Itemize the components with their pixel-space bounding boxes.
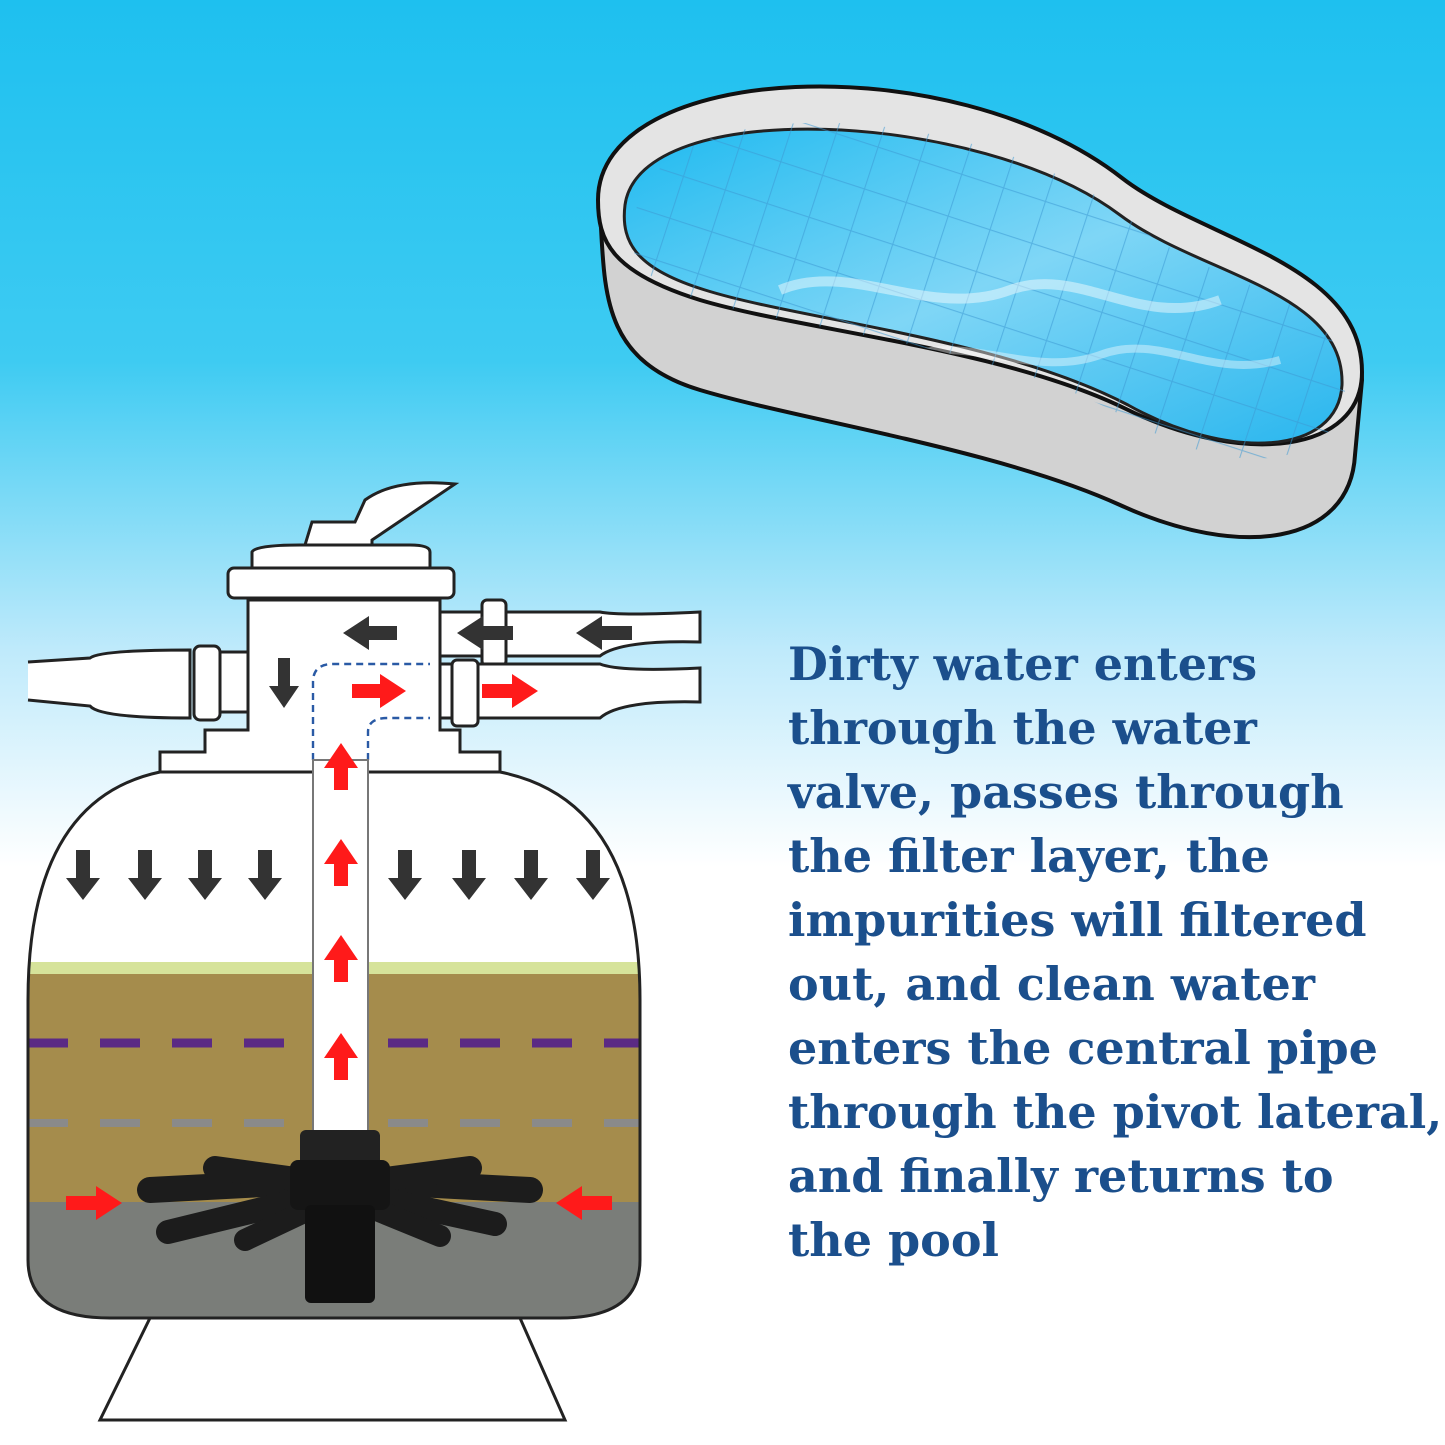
arrow-left-icon — [457, 616, 513, 650]
pivot-laterals — [137, 1130, 543, 1303]
arrow-right-icon — [482, 674, 538, 708]
arrow-left-icon — [343, 616, 397, 650]
arrow-right-icon — [352, 674, 406, 708]
internal-passage — [311, 662, 430, 760]
pool-shimmer — [898, 344, 1282, 369]
arrow-down-icon — [188, 850, 222, 900]
description-line: the filter layer, the — [788, 829, 1270, 883]
description-text: Dirty water enters through the water val… — [788, 632, 1443, 1272]
sand-filter — [26, 481, 702, 1422]
outlet-pipes — [438, 598, 702, 728]
arrow-left-icon — [556, 1186, 612, 1220]
arrow-down-icon — [269, 658, 299, 708]
valve-body — [158, 598, 502, 774]
description-line: enters the central pipe — [788, 1021, 1378, 1075]
description-line: through the water — [788, 701, 1257, 755]
arrow-up-icon — [324, 935, 358, 982]
valve-handle — [302, 481, 460, 547]
description-line: out, and clean water — [788, 957, 1316, 1011]
arrow-up-icon — [324, 1033, 358, 1080]
pool-shimmer — [778, 276, 1222, 314]
tank-shell — [26, 770, 642, 1320]
valve-top — [250, 543, 432, 570]
arrow-down-icon — [388, 850, 422, 900]
arrow-down-icon — [66, 850, 100, 900]
arrow-down-icon — [514, 850, 548, 900]
valve-cap — [226, 566, 456, 600]
dirty-water-arrows — [66, 658, 610, 900]
arrow-left-icon — [576, 616, 632, 650]
description-line: impurities will filtered — [788, 893, 1367, 947]
description-line: valve, passes through — [788, 765, 1344, 819]
arrow-down-icon — [248, 850, 282, 900]
filter-stand — [97, 1316, 568, 1422]
description-line: through the pivot lateral, — [788, 1085, 1443, 1139]
arrow-down-icon — [128, 850, 162, 900]
description-line: Dirty water enters — [788, 637, 1258, 691]
arrow-right-icon — [66, 1186, 122, 1220]
arrow-down-icon — [576, 850, 610, 900]
arrow-up-icon — [324, 839, 358, 886]
arrow-down-icon — [452, 850, 486, 900]
clean-water-arrows — [66, 674, 612, 1220]
inflow-arrows — [343, 616, 632, 650]
description-line: the pool — [788, 1213, 999, 1267]
arrow-up-icon — [324, 743, 358, 790]
description-line: and finally returns to — [788, 1149, 1334, 1203]
